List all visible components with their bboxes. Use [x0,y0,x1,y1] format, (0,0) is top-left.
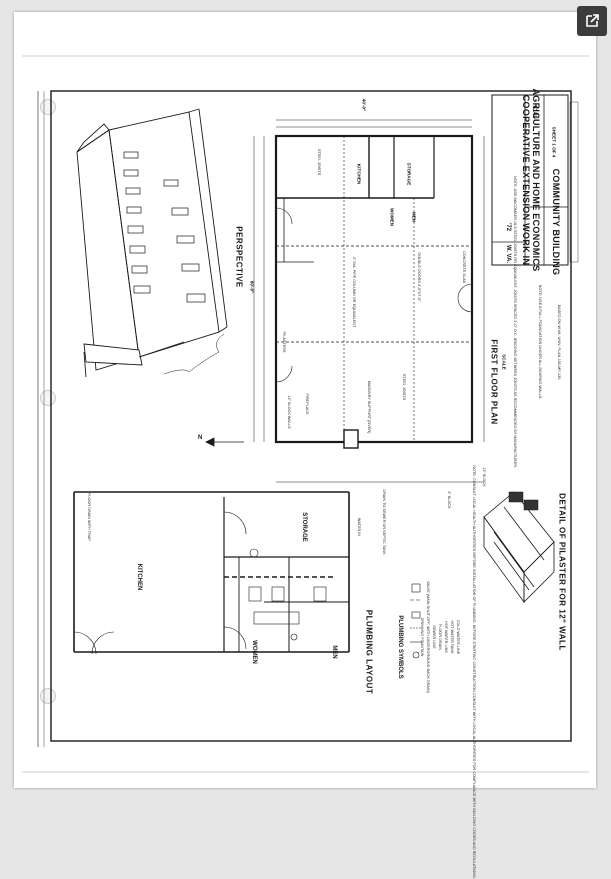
symbol-hot-water-tank: HOT WATER TANK [450,620,454,654]
symbol-cold-water-line: COLD WATER LINE [456,619,460,655]
pilaster-title: DETAIL OF PILASTER FOR 12" WALL [557,493,567,651]
note-fireplace: FIREPLACE [305,393,309,415]
floor-plan-title: FIRST FLOOR PLAN [489,339,499,425]
room-storage: STORAGE [406,162,412,186]
title-building: COMMUNITY BUILDING [551,168,561,276]
plumbing-storage: STORAGE [301,512,307,542]
title-sheet: SHEET 1 OF 4 [551,126,557,158]
north-arrow [205,437,244,447]
drawing-border [50,90,572,742]
title-state: W. VA. [505,244,511,264]
plumbing-drain: DRAIN TO SEWER OR SEPTIC TANK [382,489,386,555]
pilaster-4in-block: 4" BLOCK [447,491,451,509]
document-viewer: COOPERATIVE EXTENSION WORK IN AGRICULTUR… [14,6,607,879]
north-label: N [198,435,203,441]
symbol-floor-drain: FLOOR DRAIN [438,624,442,650]
title-year: '72 [505,222,511,232]
room-men: MEN [411,211,417,223]
floor-plan-scale: SCALE [501,354,507,370]
plumbing-kitchen: KITCHEN [136,563,142,591]
plumbing-men: MEN [331,645,337,659]
symbol-valve: VALVE (MAIN SHUT-OFF, WITH UNDERGROUND B… [426,581,430,693]
room-women: WOMEN [389,207,395,227]
note-masonry: MASONRY SUPPORT (OVER) [367,380,371,434]
note-block-walls: 12" BLOCK WALLS [287,395,291,429]
symbol-drinking-fountain: DRINKING FOUNTAIN [420,617,424,657]
perspective-building [76,108,228,378]
scanned-page: COOPERATIVE EXTENSION WORK IN AGRICULTUR… [14,12,596,879]
plumbing-layout [73,491,350,655]
floor-plan-note2: NOTE: USE A FULL FOUNDATION UNDER ALL BE… [538,284,542,400]
plumbing-floor-drain: FLOOR DRAIN WITH TRAP [87,493,91,541]
symbol-sewer-line: SEWER LINE [432,625,436,649]
total-dimension: 80'-0" [249,280,255,294]
symbol-hot-water-line: HOT WATER LINE [444,621,448,653]
note-concrete-slab: CONCRETE SLAB [462,250,466,284]
plumbing-title: PLUMBING LAYOUT [364,609,374,695]
plumbing-symbols [410,583,422,659]
note-double-doors: DOUBLE DOORS 3'-0"X7'-0" [417,252,421,302]
title-block [491,94,579,266]
width-dimension: 40'-0" [361,98,367,112]
floor-plan-note: NOTE: USE MACOMBER 18-S STEEL JOISTS OR … [513,175,517,469]
pilaster-12in-block: 12" BLOCK [482,467,486,487]
note-steel-joists-2: STEEL JOISTS [402,373,406,401]
perspective-label: PERSPECTIVE [234,226,244,288]
pilaster-detail [483,491,555,604]
floor-plan [253,119,485,483]
title-plan-no: 6149 [531,105,537,119]
note-pipe-column: 4" DIA. PIPE COLUMN OR EQUIVALENT [352,256,356,328]
note-steel-joists: STEEL JOISTS [317,148,321,176]
plumbing-women: WOMEN [251,640,257,664]
plumbing-water-in: WATER IN [357,517,361,537]
plumbing-note: NOTE: CONSULT LOCAL HEALTH AUTHORITIES B… [472,465,476,879]
note-pilasters: PILASTERS [282,331,286,353]
expand-icon [586,14,599,27]
room-kitchen: KITCHEN [356,163,362,185]
title-org: COOPERATIVE EXTENSION WORK IN [521,94,531,266]
expand-button[interactable] [577,6,607,36]
plumbing-symbols-title: PLUMBING SYMBOLS [397,615,403,679]
based-on-note: BASED ON W.VA. UNIV. PLAN 100-MP-135 [557,304,561,380]
blueprint-drawing [22,55,589,773]
